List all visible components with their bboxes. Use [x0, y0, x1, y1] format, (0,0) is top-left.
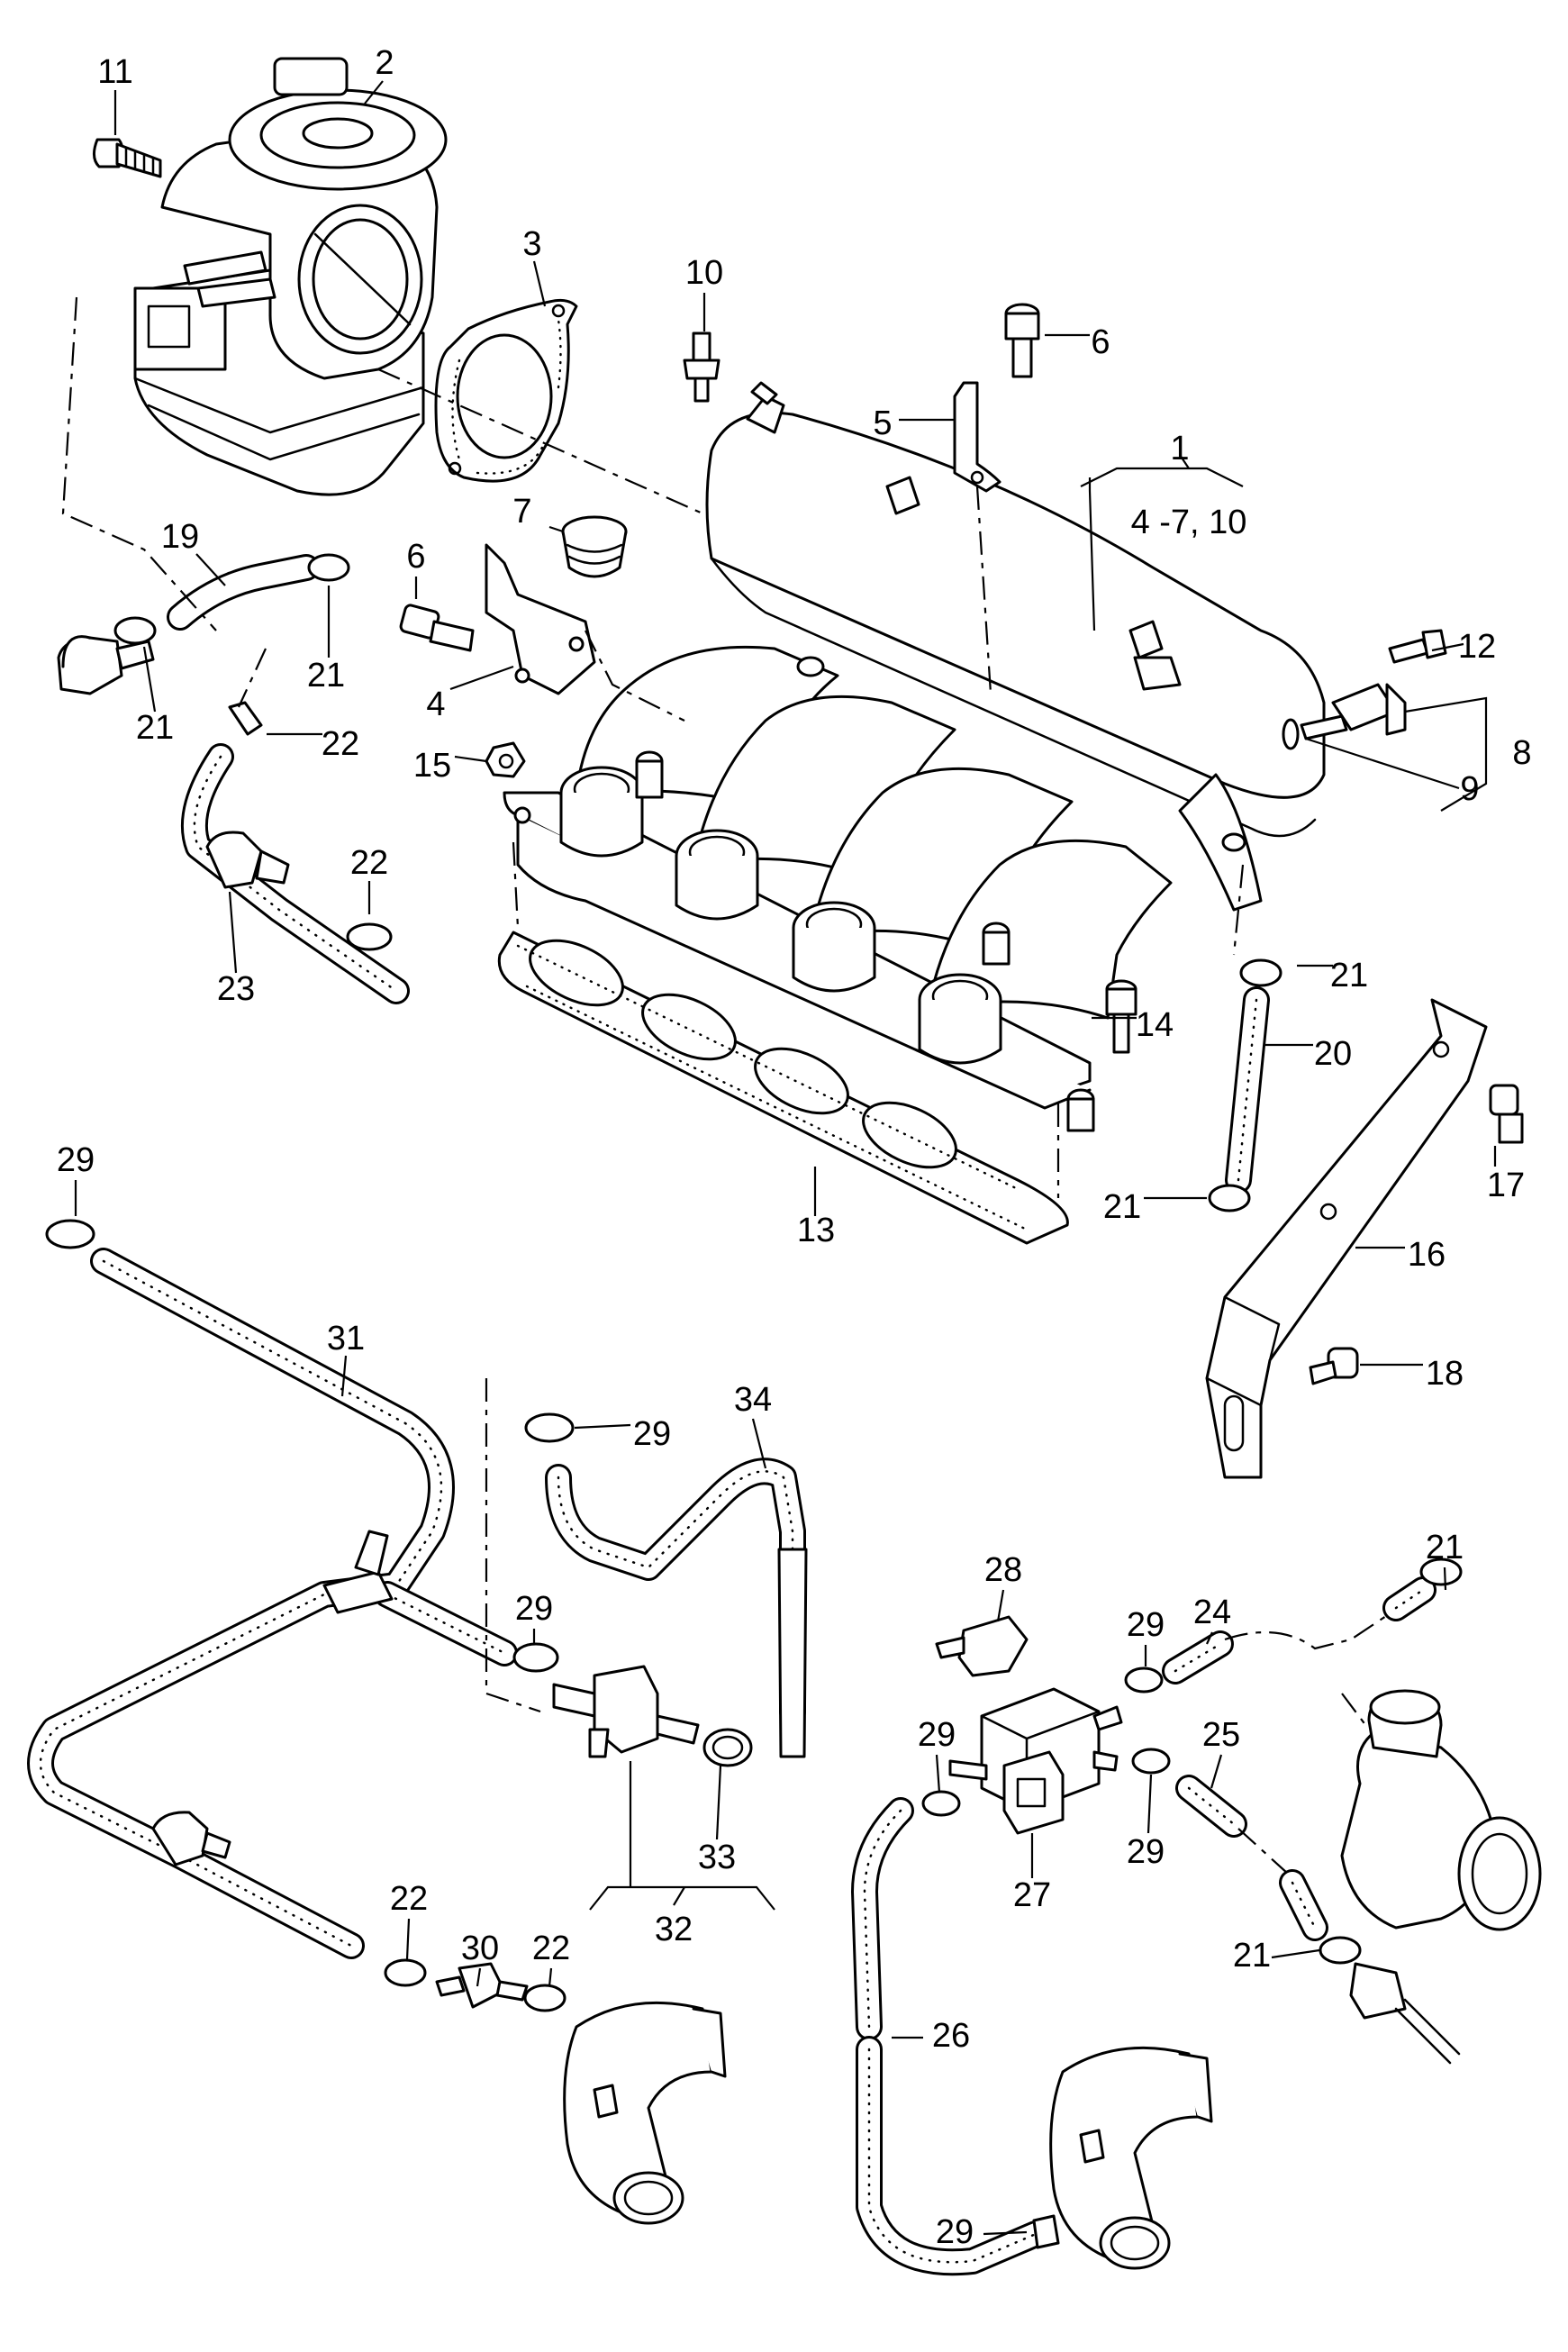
- throttle-body: [133, 57, 448, 496]
- intake-elbow-left: [563, 2001, 727, 2225]
- callout-11: 11: [97, 53, 132, 91]
- valve-32: [552, 1665, 700, 1758]
- callout-29: 29: [918, 1716, 956, 1754]
- valve-left-upper: [57, 635, 155, 695]
- hose-31: [27, 1248, 518, 1959]
- clip-29-top: [45, 1219, 95, 1249]
- callout-32: 32: [655, 1911, 693, 1948]
- check-valve-left: [151, 1811, 231, 1866]
- hose-25: [1175, 1775, 1362, 1965]
- clamp-33: [702, 1728, 753, 1767]
- bolt-6-bracket: [399, 604, 475, 652]
- bolt-14: [1105, 979, 1137, 1054]
- clip-29-mid: [512, 1412, 575, 1673]
- callout-20: 20: [1314, 1035, 1352, 1073]
- callout-30: 30: [461, 1930, 499, 1967]
- solenoid-valve-27: [948, 1687, 1123, 1835]
- connector-22-upper: [228, 701, 263, 736]
- throttle-gasket: [434, 298, 578, 483]
- connector-30: [435, 1962, 529, 2009]
- callout-26: 26: [932, 2017, 970, 2055]
- hose-19: [167, 554, 320, 631]
- grommet-7: [561, 515, 628, 578]
- callout-7: 7: [512, 493, 531, 531]
- clips-29-solenoid: [921, 1666, 1171, 1817]
- callout-1: 1: [1170, 430, 1189, 468]
- bracket-4: [485, 543, 596, 695]
- callout-17: 17: [1487, 1167, 1525, 1204]
- callout-29: 29: [1127, 1833, 1165, 1871]
- callout-2: 2: [375, 44, 394, 82]
- callout-21: 21: [136, 709, 174, 747]
- connector-28: [935, 1615, 1029, 1677]
- callout-6: 6: [406, 538, 425, 576]
- hose-20: [1208, 958, 1282, 1212]
- callout-23: 23: [217, 970, 255, 1008]
- hose-23: [180, 743, 410, 1004]
- callout-29: 29: [936, 2213, 974, 2251]
- callout-21: 21: [1103, 1188, 1141, 1226]
- manifold-gasket: [497, 931, 1069, 1245]
- bolt-18: [1309, 1347, 1359, 1385]
- callout-21: 21: [1330, 957, 1368, 994]
- callout-labels: 11 2 3 10 6 5 1 4 -7, 10 7 19 6 12 21 4 …: [57, 44, 1532, 2251]
- callout-9: 9: [1460, 770, 1479, 808]
- nut-15: [485, 741, 526, 778]
- bracket-5: [953, 381, 1002, 493]
- callout-29: 29: [515, 1590, 553, 1628]
- stud-10: [683, 331, 721, 403]
- callout-33: 33: [698, 1839, 736, 1876]
- callout-29: 29: [633, 1415, 671, 1453]
- bolt-11: [93, 138, 162, 178]
- callout-10: 10: [685, 254, 723, 292]
- intake-elbow-right: [1049, 2046, 1213, 2270]
- callout-1-subparts: 4 -7, 10: [1131, 504, 1247, 541]
- callout-21: 21: [1426, 1529, 1464, 1566]
- callout-34: 34: [734, 1381, 772, 1419]
- callout-19: 19: [161, 518, 199, 556]
- bolt-17: [1489, 1084, 1524, 1144]
- t-piece: [322, 1530, 394, 1614]
- callout-8: 8: [1512, 734, 1531, 772]
- callout-16: 16: [1408, 1236, 1446, 1274]
- sensor-8: [1300, 683, 1407, 740]
- callout-22: 22: [350, 844, 388, 882]
- callout-21: 21: [1233, 1937, 1271, 1975]
- callout-4: 4: [426, 686, 445, 723]
- callout-3: 3: [522, 225, 541, 263]
- callout-15: 15: [413, 747, 451, 785]
- clip-21-upper: [113, 553, 350, 645]
- turbocharger: [1340, 1689, 1542, 2065]
- bolt-12: [1388, 629, 1447, 664]
- callout-31: 31: [327, 1320, 365, 1358]
- callout-29: 29: [57, 1141, 95, 1179]
- callout-22: 22: [390, 1880, 428, 1918]
- center-lines: [61, 296, 1370, 1730]
- callout-6: 6: [1091, 323, 1110, 361]
- callout-14: 14: [1136, 1006, 1174, 1044]
- leader-lines: [74, 80, 1497, 2236]
- hose-26: [851, 1797, 1060, 2276]
- clip-22-lower: [384, 1958, 566, 2012]
- bolt-6-top: [1004, 303, 1040, 378]
- callout-27: 27: [1013, 1876, 1051, 1914]
- callout-22: 22: [532, 1930, 570, 1967]
- callout-13: 13: [797, 1212, 835, 1249]
- callout-12: 12: [1458, 628, 1496, 666]
- callout-28: 28: [984, 1551, 1022, 1589]
- callout-22: 22: [322, 725, 359, 763]
- callout-21: 21: [307, 657, 345, 695]
- callout-5: 5: [873, 404, 892, 442]
- callout-29: 29: [1127, 1606, 1165, 1644]
- hose-34: [545, 1458, 808, 1758]
- bracket-16: [1205, 998, 1488, 1479]
- callout-24: 24: [1193, 1594, 1231, 1631]
- callout-18: 18: [1426, 1355, 1464, 1393]
- callout-25: 25: [1202, 1716, 1240, 1754]
- intake-manifold: [503, 381, 1326, 1132]
- hose-24: [1162, 1557, 1463, 1685]
- o-ring-9: [1282, 718, 1300, 750]
